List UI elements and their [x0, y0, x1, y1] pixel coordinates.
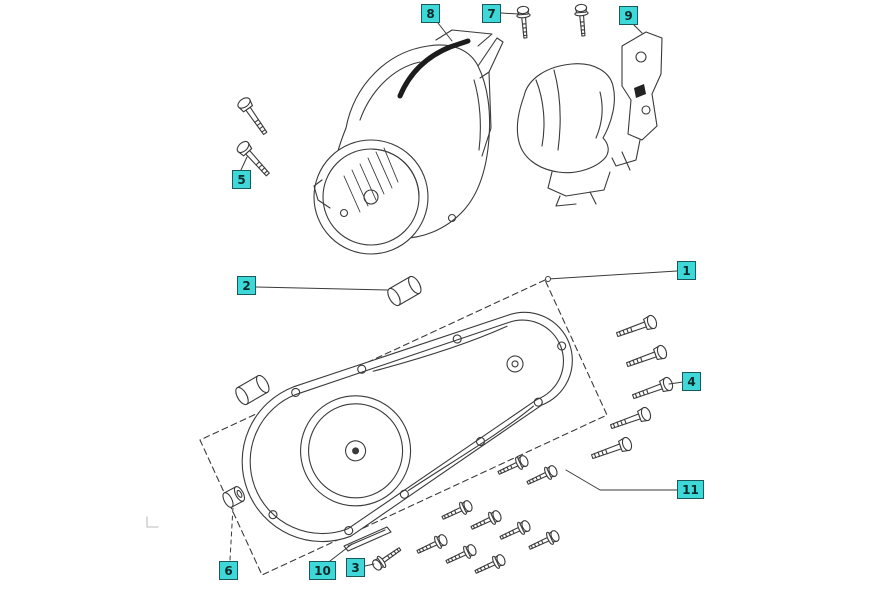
screw-drawing	[497, 517, 533, 545]
screw-drawing	[468, 507, 504, 535]
callout-3[interactable]: 3	[346, 558, 365, 577]
screw-drawing	[472, 551, 508, 579]
bolt-drawing	[614, 313, 659, 342]
bolt-drawing	[515, 5, 533, 40]
callout-11[interactable]: 11	[677, 480, 704, 499]
screw-drawing	[369, 542, 405, 574]
callout-10[interactable]: 10	[309, 561, 336, 580]
callout-7[interactable]: 7	[482, 4, 501, 23]
roller-drawing	[384, 273, 425, 309]
bolt-drawing	[235, 95, 272, 138]
screw-drawing	[443, 541, 479, 569]
bolt-drawing	[624, 343, 669, 372]
screw-drawing	[414, 531, 450, 559]
callout-8[interactable]: 8	[421, 4, 440, 23]
cylinder-cover-drawing	[516, 63, 615, 207]
screw-drawing	[495, 452, 531, 480]
callout-4[interactable]: 4	[682, 372, 701, 391]
callout-2[interactable]: 2	[237, 276, 256, 295]
roller-drawing	[232, 372, 273, 408]
mounting-bracket-drawing	[611, 31, 663, 171]
screw-drawing	[526, 527, 562, 555]
bolt-drawing	[608, 405, 653, 434]
bolt-drawing	[573, 3, 591, 38]
crankcase-cover-drawing	[241, 311, 573, 543]
screw-drawing	[524, 462, 560, 490]
corner-mark	[146, 516, 159, 528]
bushing-drawing	[220, 484, 248, 510]
leader-lines	[229, 12, 684, 567]
fan-shroud-drawing	[313, 29, 504, 255]
callout-6[interactable]: 6	[219, 561, 238, 580]
callout-9[interactable]: 9	[619, 6, 638, 25]
callout-5[interactable]: 5	[232, 170, 251, 189]
bolt-drawing	[589, 435, 634, 464]
screw-drawing	[439, 497, 475, 525]
callout-1[interactable]: 1	[677, 261, 696, 280]
bolt-drawing	[630, 375, 675, 404]
seal-strip-drawing	[397, 38, 471, 99]
gasket-strip-drawing	[343, 526, 392, 552]
